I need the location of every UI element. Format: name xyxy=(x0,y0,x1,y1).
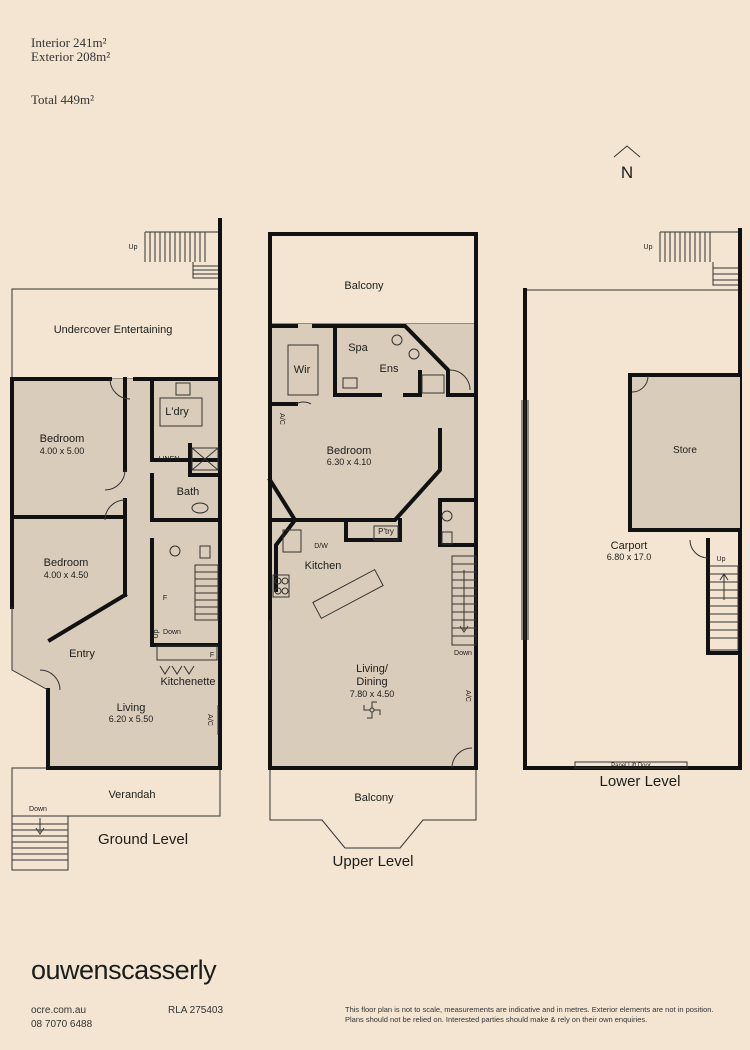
bedroom1-dimensions: 4.00 x 5.00 xyxy=(40,446,85,456)
bath-label: Bath xyxy=(177,486,200,498)
bath-basin-icon xyxy=(191,502,209,514)
ens-label: Ens xyxy=(380,363,399,375)
store-label: Store xyxy=(673,445,697,456)
ground-level-plan: Up Down Undercover Entertaining L'dry L xyxy=(10,218,222,871)
upper-interior xyxy=(270,324,476,768)
brand-logo: ouwenscasserly xyxy=(31,955,217,986)
wir-label: Wir xyxy=(294,364,311,376)
north-arrow-icon: N xyxy=(613,145,641,182)
upper-bedroom-label: Bedroom xyxy=(327,445,372,457)
ground-stairs-up: Up xyxy=(129,231,218,279)
ground-living-dimensions: 6.20 x 5.50 xyxy=(109,714,154,724)
phone-number[interactable]: 08 7070 6488 xyxy=(31,1019,93,1030)
ground-interior xyxy=(12,379,220,768)
interior-label: Interior xyxy=(31,35,70,50)
ground-level-title: Ground Level xyxy=(98,831,188,848)
shower-icon xyxy=(191,447,219,471)
ground-up-label: Up xyxy=(129,244,138,251)
upper-living-dimensions: 7.80 x 4.50 xyxy=(350,689,395,699)
upper-dining-label: Dining xyxy=(356,676,387,688)
ground-down2-label: Down xyxy=(163,629,181,636)
upper-balcony-bottom-label: Balcony xyxy=(354,792,394,804)
spa-label: Spa xyxy=(348,342,368,354)
north-label: N xyxy=(621,163,633,182)
store-room xyxy=(630,375,740,530)
upper-balcony-top xyxy=(269,233,477,325)
interior-value: 241m² xyxy=(72,35,107,50)
ground-ac-label: A/C xyxy=(206,714,213,726)
lower-stairs-top: Up xyxy=(644,231,738,286)
carport-label: Carport xyxy=(611,540,648,552)
ens-shower-icon xyxy=(421,374,445,394)
lower-up-stair-label: Up xyxy=(717,556,726,563)
pantry-label: P'try xyxy=(378,527,394,536)
upper-ac-left-label: A/C xyxy=(278,413,285,425)
powder-toilet-icon xyxy=(441,531,453,545)
lower-stairs xyxy=(710,565,739,651)
lower-level-title: Lower Level xyxy=(600,773,681,790)
cooktop-icon xyxy=(272,574,290,598)
total-value: 449m² xyxy=(60,92,95,107)
exterior-value: 208m² xyxy=(76,49,111,64)
powder-basin-icon xyxy=(441,510,453,522)
upper-living-label: Living/ xyxy=(356,663,389,675)
upper-level-title: Upper Level xyxy=(333,853,414,870)
panel-lift-door-label: Panel Lift Door xyxy=(611,763,651,769)
website-link[interactable]: ocre.com.au xyxy=(31,1005,87,1016)
bedroom1-label: Bedroom xyxy=(40,433,85,445)
entry-label: Entry xyxy=(69,648,95,660)
kitchen-sink-icon xyxy=(282,529,302,553)
ens-toilet-icon xyxy=(342,377,358,389)
lower-up-top-label: Up xyxy=(644,244,653,251)
kitchenette-label: Kitchenette xyxy=(160,676,215,688)
upper-bedroom-dimensions: 6.30 x 4.10 xyxy=(327,457,372,467)
exterior-label: Exterior xyxy=(31,49,74,64)
upper-balcony-top-label: Balcony xyxy=(344,280,384,292)
f2-label: F xyxy=(210,652,214,659)
kitchenette-bench xyxy=(156,645,218,661)
basin-icon xyxy=(169,545,181,557)
panel-lift-door xyxy=(574,761,688,769)
bedroom2-dimensions: 4.00 x 4.50 xyxy=(44,570,89,580)
undercover-label: Undercover Entertaining xyxy=(54,324,173,336)
bedroom2-label: Bedroom xyxy=(44,557,89,569)
total-label: Total xyxy=(31,92,58,107)
dishwasher-label: D/W xyxy=(314,543,328,550)
rla-number: RLA 275403 xyxy=(168,1005,224,1016)
ens-basin1-icon xyxy=(391,334,403,346)
upper-down-label: Down xyxy=(454,650,472,657)
toilet-icon xyxy=(199,545,211,559)
verandah-label: Verandah xyxy=(108,789,155,801)
pantry-box xyxy=(373,525,399,541)
kitchen-island xyxy=(312,568,384,620)
kitchen-label: Kitchen xyxy=(305,560,342,572)
wir-robe xyxy=(287,344,319,396)
upper-balcony-bottom xyxy=(269,768,477,849)
laundry-bench xyxy=(159,397,203,427)
kitchenette-doors xyxy=(159,665,195,675)
upper-level-plan: Balcony Spa Wir Ens A/C Bedroom 6.30 x 4… xyxy=(267,232,478,870)
ground-up2-label: Up xyxy=(153,629,160,638)
ground-living-label: Living xyxy=(117,702,146,714)
laundry-label: L'dry xyxy=(165,406,189,418)
ens-basin2-icon xyxy=(408,348,420,360)
brand-name-a: ouwens xyxy=(31,955,122,985)
disclaimer-text: This floor plan is not to scale, measure… xyxy=(345,1005,714,1024)
laundry-sink-icon xyxy=(175,382,191,396)
ceiling-fan-icon xyxy=(363,701,381,719)
ground-stairs-down: Down xyxy=(11,806,69,871)
brand-name-b: casserly xyxy=(121,955,217,985)
carport-dimensions: 6.80 x 17.0 xyxy=(607,552,652,562)
upper-ac-right-label: A/C xyxy=(464,690,471,702)
linen-label: LINEN xyxy=(159,456,180,463)
lower-level-plan: Up Panel Lift Door Store Carport 6.80 x … xyxy=(521,228,742,790)
ground-internal-stairs xyxy=(194,564,219,621)
upper-stairs xyxy=(451,555,477,646)
ground-down-label: Down xyxy=(29,806,47,813)
f1-label: F xyxy=(163,595,167,602)
